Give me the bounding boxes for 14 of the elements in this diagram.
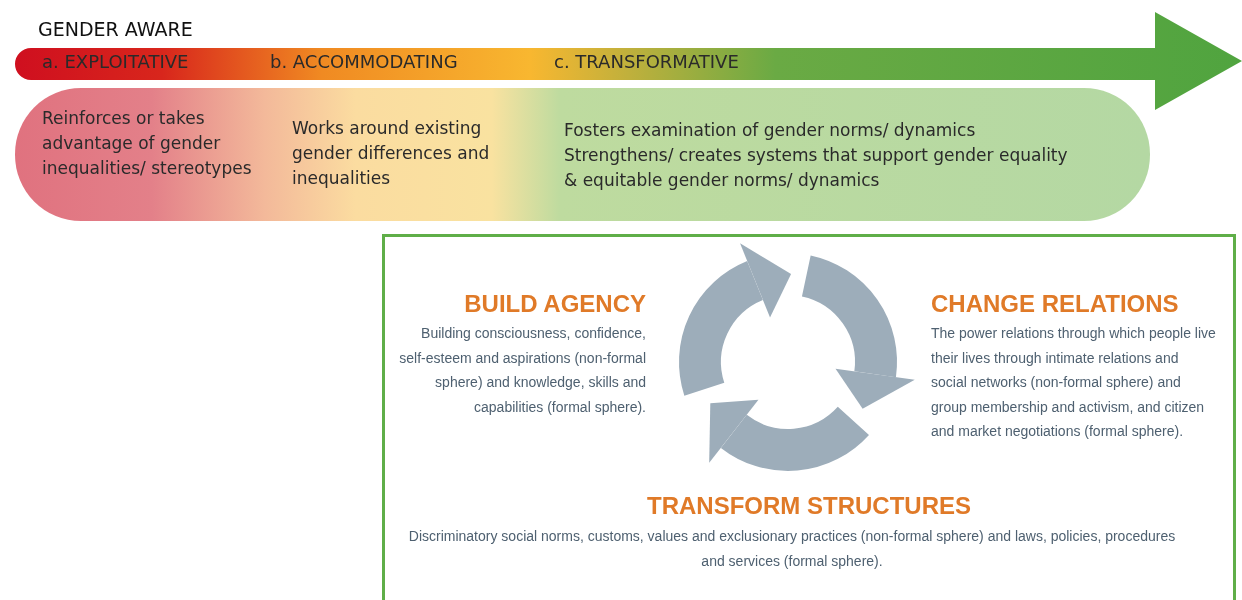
section-text: Building consciousness, confidence, self-esteem and aspirations (non-formal sphere) and knowledge, skills and capabilities (formal sphere).	[398, 324, 646, 417]
title: GENDER AWARE	[38, 18, 193, 40]
section-text: The power relations through which people live their lives through intimate relations and social networks (non-formal sphere) and group membership and activism, and citizen and market negotiations (formal sphere).	[931, 324, 1216, 441]
section-text: Discriminatory social norms, customs, values and exclusionary practices (non-formal sphere) and laws, policies, procedures and services (formal sphere).	[407, 527, 1177, 571]
section-heading: TRANSFORM STRUCTURES	[646, 492, 972, 520]
section-heading: BUILD AGENCY	[464, 290, 646, 318]
stage-label: b. ACCOMMODATING	[270, 51, 458, 72]
section-heading: CHANGE RELATIONS	[931, 290, 1179, 318]
description-text: Reinforces or takes advantage of gender inequalities/ stereotypes	[42, 107, 253, 180]
description-text: Works around existing gender differences and inequalities	[292, 117, 491, 190]
stage-label: c. TRANSFORMATIVE	[554, 51, 739, 72]
stage-label: a. EXPLOITATIVE	[42, 51, 189, 72]
description-text: Fosters examination of gender norms/ dynamics	[564, 119, 977, 142]
description-text: Strengthens/ creates systems that support gender equality & equitable gender norms/ dynamics	[564, 144, 1069, 192]
